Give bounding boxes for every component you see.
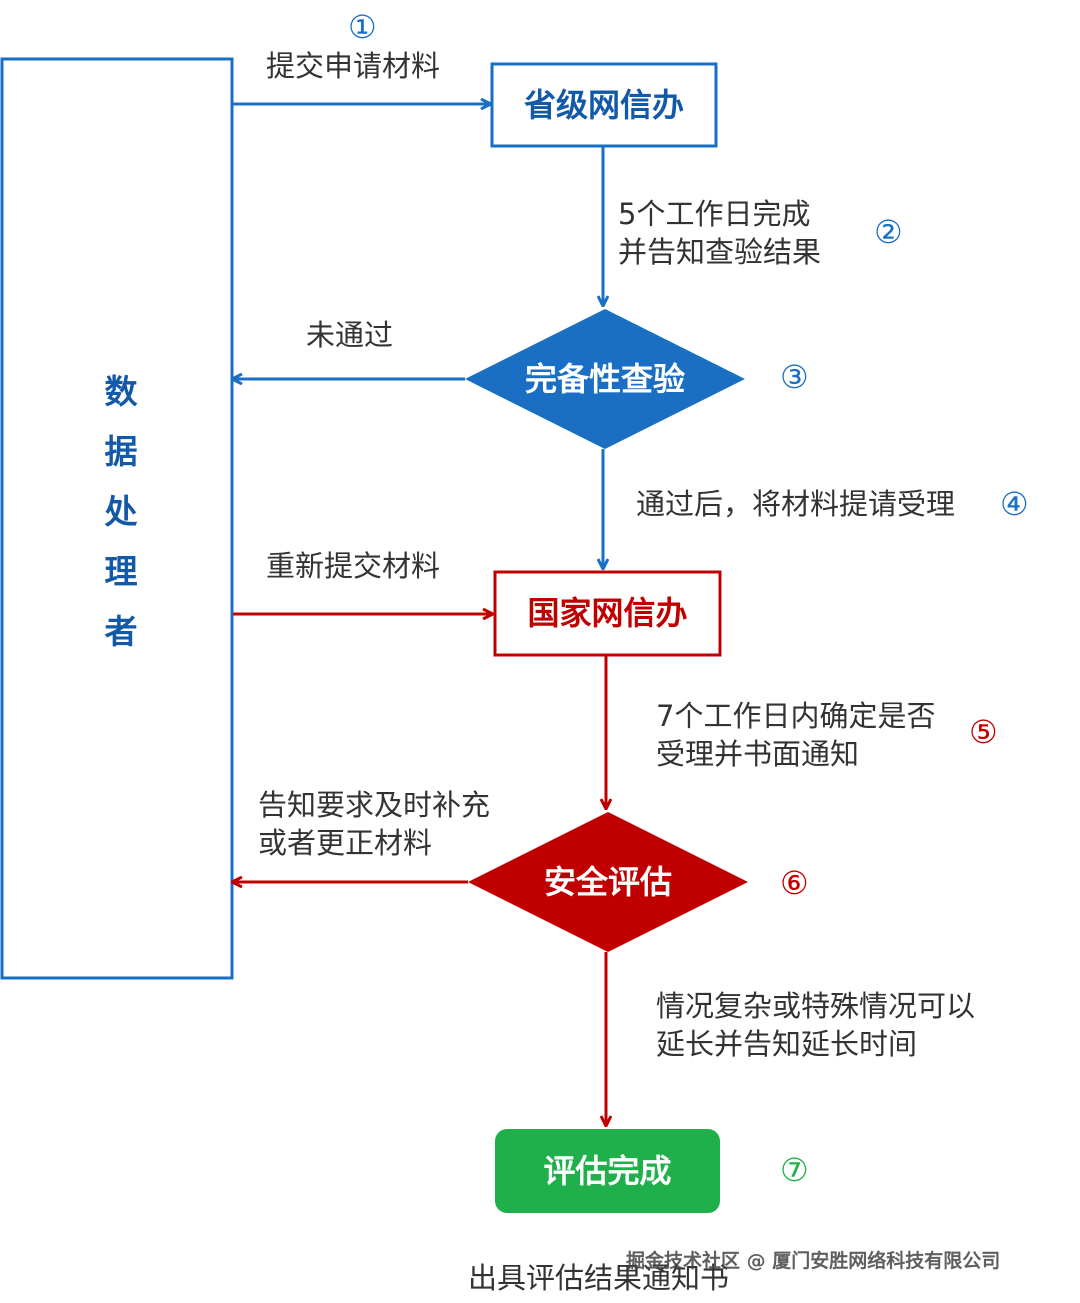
security-assessment-label: 安全评估 [543,863,672,901]
actor-char: 理 [104,552,138,591]
five-days-line: 5个工作日完成 [618,197,811,231]
step-3-marker: ③ [780,358,809,396]
provincial-office-label: 省级网信办 [523,86,684,124]
notify-supplement-line: 或者更正材料 [258,826,433,860]
watermark: 掘金技术社区 @ 厦门安胜网络科技有限公司 [626,1250,1001,1272]
submit-label: 提交申请材料 [266,49,441,83]
step-5-marker: ⑤ [969,713,998,751]
security-assessment-diamond [468,812,748,952]
extend-line: 延长并告知延长时间 [656,1027,918,1061]
seven-days-line: 7个工作日内确定是否 [656,699,936,733]
actor-label: 数 据 处 理 者 [100,362,142,662]
five-days-label: 5个工作日完成 并告知查验结果 [618,195,821,271]
step-2-marker: ② [874,213,903,251]
data-processor-box [0,57,234,980]
not-passed-label: 未通过 [306,318,394,352]
step-4-marker: ④ [1000,485,1029,523]
extend-line: 情况复杂或特殊情况可以 [656,989,976,1023]
extend-label: 情况复杂或特殊情况可以 延长并告知延长时间 [656,987,975,1063]
after-pass-label: 通过后，将材料提请受理 [636,487,956,521]
step-7-marker: ⑦ [780,1151,809,1189]
completeness-check-diamond [465,309,745,449]
assessment-complete-label: 评估完成 [543,1152,672,1190]
result-label: 出具评估结果通知书 [468,1261,730,1295]
seven-days-label: 7个工作日内确定是否 受理并书面通知 [656,697,935,773]
completeness-check-label: 完备性查验 [524,360,685,398]
national-office-box [493,570,722,657]
five-days-line: 并告知查验结果 [618,235,822,269]
actor-char: 据 [104,432,138,471]
notify-supplement-label: 告知要求及时补充 或者更正材料 [258,786,490,862]
assessment-complete-box [495,1129,720,1213]
actor-char: 数 [104,372,138,411]
notify-supplement-line: 告知要求及时补充 [258,788,491,822]
resubmit-label: 重新提交材料 [266,549,441,583]
actor-char: 者 [104,612,138,651]
actor-char: 处 [104,492,138,531]
provincial-office-box [490,62,718,148]
national-office-label: 国家网信办 [527,594,688,632]
seven-days-line: 受理并书面通知 [656,737,860,771]
step-1-marker: ① [348,8,377,46]
step-6-marker: ⑥ [780,864,809,902]
